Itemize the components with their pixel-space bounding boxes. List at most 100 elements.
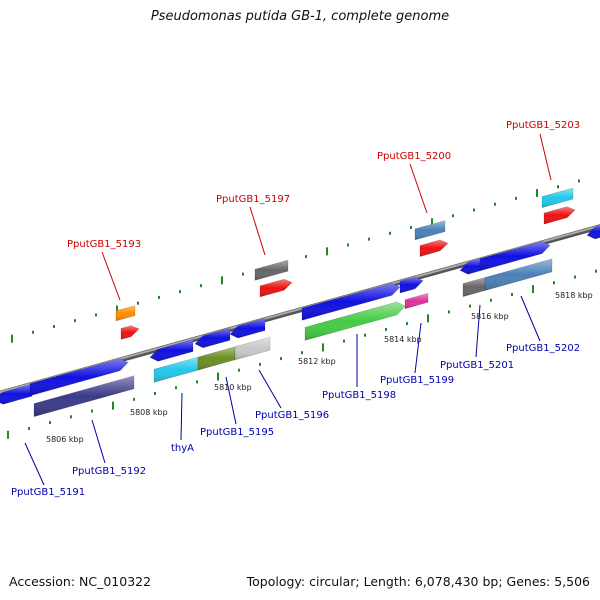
minor-tick bbox=[70, 415, 72, 419]
minor-tick bbox=[53, 325, 55, 328]
minor-tick bbox=[494, 202, 496, 206]
gene-label-pputgb1-5198[interactable]: PputGB1_5198 bbox=[322, 390, 396, 401]
minor-tick bbox=[347, 243, 349, 247]
minor-tick bbox=[301, 351, 303, 355]
leader-blue-5192 bbox=[91, 419, 106, 464]
page-title: Pseudomonas putida GB-1, complete genome bbox=[150, 9, 450, 24]
minor-tick bbox=[74, 319, 76, 323]
genome-summary-text: Topology: circular; Length: 6,078,430 bp… bbox=[246, 574, 590, 589]
tick-marks bbox=[7, 179, 597, 439]
gene-label-pputgb1-5197[interactable]: PputGB1_5197 bbox=[216, 194, 290, 205]
gene-label-pputgb1-5200[interactable]: PputGB1_5200 bbox=[377, 151, 451, 162]
leader-red-5203 bbox=[539, 133, 552, 181]
minor-tick bbox=[305, 255, 307, 259]
gene-feature-5199-magenta[interactable] bbox=[404, 292, 429, 310]
minor-tick bbox=[364, 333, 366, 337]
gene-feature-row1-blue-h[interactable] bbox=[459, 258, 481, 275]
gene-feature-5200-steel[interactable] bbox=[414, 220, 446, 241]
leader-red-5200 bbox=[409, 163, 428, 214]
major-tick bbox=[7, 430, 9, 439]
gene-feature-row1-blue-j[interactable] bbox=[586, 224, 600, 240]
minor-tick bbox=[574, 275, 576, 279]
gene-feature-row1-blue-g[interactable] bbox=[399, 276, 424, 294]
gene-feature-5195-olive[interactable] bbox=[197, 346, 236, 371]
leader-blue-5201 bbox=[475, 304, 481, 358]
minor-tick bbox=[385, 327, 387, 331]
gene-label-pputgb1-5203[interactable]: PputGB1_5203 bbox=[506, 120, 580, 131]
minor-tick bbox=[448, 310, 450, 314]
minor-tick bbox=[490, 298, 492, 302]
minor-tick bbox=[28, 427, 30, 430]
gene-feature-thya-cyan[interactable] bbox=[153, 356, 199, 383]
major-tick bbox=[116, 305, 118, 314]
gene-feature-5200-red[interactable] bbox=[419, 239, 449, 257]
major-tick bbox=[326, 247, 328, 256]
minor-tick bbox=[137, 301, 139, 305]
major-tick bbox=[427, 314, 429, 323]
gene-feature-row1-blue-b[interactable] bbox=[29, 358, 129, 397]
minor-tick bbox=[95, 313, 97, 317]
gene-label-pputgb1-5199[interactable]: PputGB1_5199 bbox=[380, 375, 454, 386]
minor-tick bbox=[578, 179, 580, 183]
minor-tick bbox=[473, 208, 475, 212]
gene-feature-5198-green[interactable] bbox=[304, 301, 406, 341]
gene-feature-row1-blue-i[interactable] bbox=[479, 241, 551, 272]
major-tick bbox=[431, 218, 433, 227]
minor-tick bbox=[469, 304, 471, 308]
label-leader-lines bbox=[24, 133, 552, 486]
gene-label-pputgb1-5195[interactable]: PputGB1_5195 bbox=[200, 427, 274, 438]
minor-tick bbox=[389, 231, 391, 235]
minor-tick bbox=[158, 295, 160, 299]
scale-labels: 5806 kbp 5808 kbp 5810 kbp 5812 kbp 5814… bbox=[46, 291, 593, 444]
gene-label-pputgb1-5202[interactable]: PputGB1_5202 bbox=[506, 343, 580, 354]
gene-label-pputgb1-5192[interactable]: PputGB1_5192 bbox=[72, 466, 146, 477]
gene-features bbox=[0, 187, 600, 417]
gene-feature-5196-silver[interactable] bbox=[234, 336, 271, 361]
leader-red-5197 bbox=[249, 206, 266, 256]
gene-feature-5197-red[interactable] bbox=[259, 278, 293, 298]
gene-feature-5202-steel[interactable] bbox=[484, 258, 553, 291]
minor-tick bbox=[259, 362, 261, 366]
major-tick bbox=[532, 285, 534, 294]
leader-red-5193 bbox=[101, 251, 121, 301]
gene-label-pputgb1-5191[interactable]: PputGB1_5191 bbox=[11, 487, 85, 498]
minor-tick bbox=[242, 272, 244, 276]
major-tick bbox=[536, 189, 538, 197]
minor-tick bbox=[595, 269, 597, 273]
gene-feature-5193-red[interactable] bbox=[120, 325, 140, 340]
minor-tick bbox=[32, 330, 34, 334]
minor-tick bbox=[280, 357, 282, 361]
gene-label-pputgb1-5193[interactable]: PputGB1_5193 bbox=[67, 239, 141, 250]
minor-tick bbox=[49, 421, 51, 425]
minor-tick bbox=[557, 185, 559, 189]
minor-tick bbox=[515, 196, 517, 200]
minor-tick bbox=[511, 293, 513, 296]
gene-feature-row1-blue-f[interactable] bbox=[301, 282, 401, 321]
minor-tick bbox=[343, 339, 345, 343]
minor-tick bbox=[154, 392, 156, 395]
gene-feature-row1-blue-c[interactable] bbox=[149, 339, 194, 362]
gene-feature-5192-navy[interactable] bbox=[33, 375, 135, 417]
leader-blue-5191 bbox=[24, 442, 45, 486]
gene-feature-5201-gray[interactable] bbox=[462, 277, 486, 297]
gene-label-pputgb1-5196[interactable]: PputGB1_5196 bbox=[255, 410, 329, 421]
gene-feature-row1-blue-e[interactable] bbox=[229, 318, 266, 339]
gene-feature-5193-orange[interactable] bbox=[115, 305, 136, 322]
scale-label-5814: 5814 kbp bbox=[384, 335, 422, 344]
major-tick bbox=[11, 334, 13, 343]
gene-label-thya[interactable]: thyA bbox=[171, 443, 194, 454]
scale-label-5806: 5806 kbp bbox=[46, 435, 84, 444]
gene-feature-5203-red[interactable] bbox=[543, 206, 576, 225]
minor-tick bbox=[175, 386, 177, 390]
minor-tick bbox=[406, 322, 408, 326]
gene-feature-5197-gray[interactable] bbox=[254, 259, 289, 281]
major-tick bbox=[322, 343, 324, 352]
gene-label-pputgb1-5201[interactable]: PputGB1_5201 bbox=[440, 360, 514, 371]
gene-feature-5203-cyan[interactable] bbox=[541, 187, 574, 208]
minor-tick bbox=[452, 214, 454, 218]
leader-blue-5202 bbox=[520, 295, 541, 342]
leader-blue-5199 bbox=[414, 322, 422, 374]
leader-blue-thya bbox=[180, 392, 183, 441]
